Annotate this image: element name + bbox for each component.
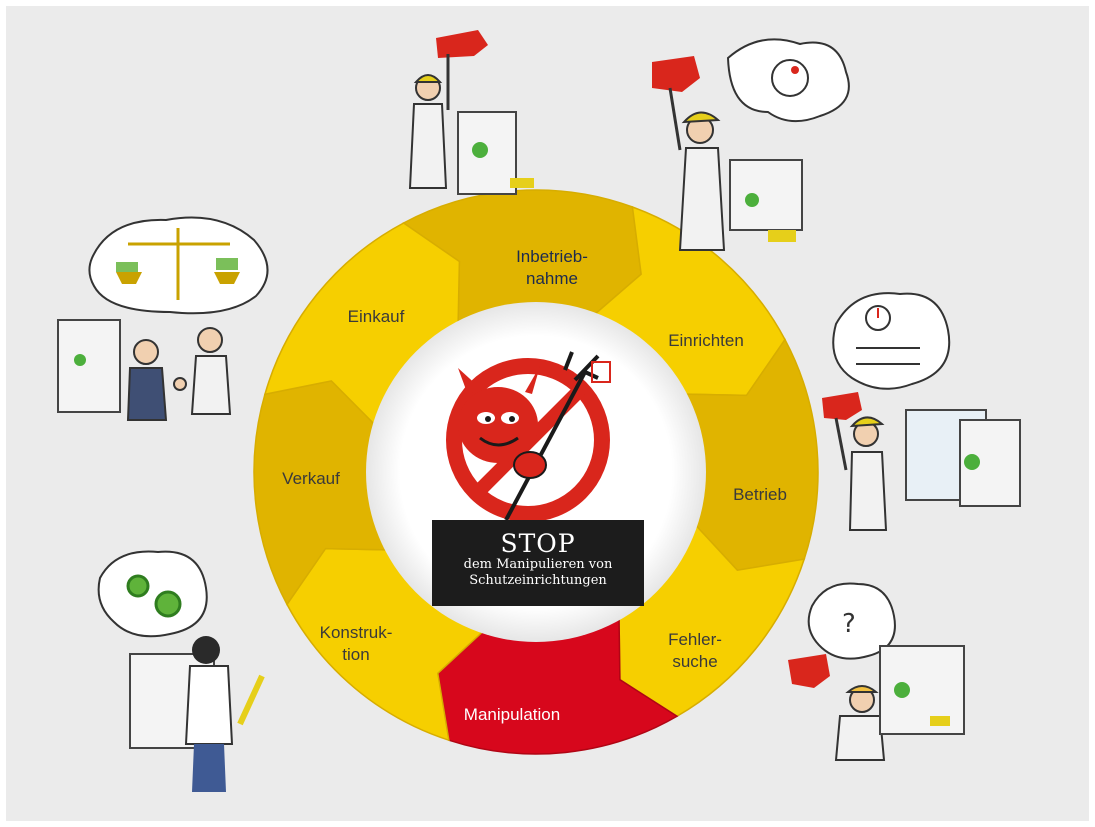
segment-label-manipulation: Manipulation [464, 705, 560, 724]
segment-label-line: Manipulation [464, 705, 560, 724]
worker-troubleshooting-question-icon: ? [788, 582, 965, 761]
worker-operation-clock-icon [822, 292, 1021, 531]
stop-subtitle-line2: Schutzeinrichtungen [469, 573, 607, 588]
segment-label-einrichten: Einrichten [668, 331, 744, 350]
segment-label-verkauf: Verkauf [282, 469, 340, 488]
segment-label-line: Fehler- [668, 630, 722, 649]
segment-label-konstruktion: Konstruk-tion [320, 623, 393, 664]
handshake-sale-icon [57, 319, 232, 421]
stop-devil-icon [446, 351, 611, 522]
segment-label-line: Inbetrieb- [516, 247, 588, 266]
segment-labels: Inbetrieb-nahmeEinrichtenBetriebFehler-s… [282, 247, 787, 724]
segment-label-line: Verkauf [282, 469, 340, 488]
stop-title: STOP [500, 529, 576, 558]
stop-subtitle-line1: dem Manipulieren von [463, 557, 613, 572]
segment-label-line: tion [342, 645, 369, 664]
svg-text:?: ? [842, 609, 856, 639]
segment-label-line: Einrichten [668, 331, 744, 350]
engineer-gears-design-icon [97, 550, 265, 792]
worker-setup-icon [652, 38, 850, 251]
worker-flag-commissioning-icon [408, 30, 534, 195]
segment-label-line: Betrieb [733, 485, 787, 504]
stop-banner: STOP dem Manipulieren von Schutzeinricht… [432, 520, 644, 606]
segment-label-inbetriebnahme: Inbetrieb-nahme [516, 247, 588, 288]
process-ring [253, 189, 819, 755]
segment-label-line: Konstruk- [320, 623, 393, 642]
segment-label-betrieb: Betrieb [733, 485, 787, 504]
segment-label-line: nahme [526, 269, 578, 288]
segment-label-einkauf: Einkauf [348, 307, 405, 326]
scales-purchase-icon [88, 216, 269, 315]
segment-label-line: suche [672, 652, 717, 671]
segment-label-fehlersuche: Fehler-suche [668, 630, 722, 671]
segment-label-line: Einkauf [348, 307, 405, 326]
